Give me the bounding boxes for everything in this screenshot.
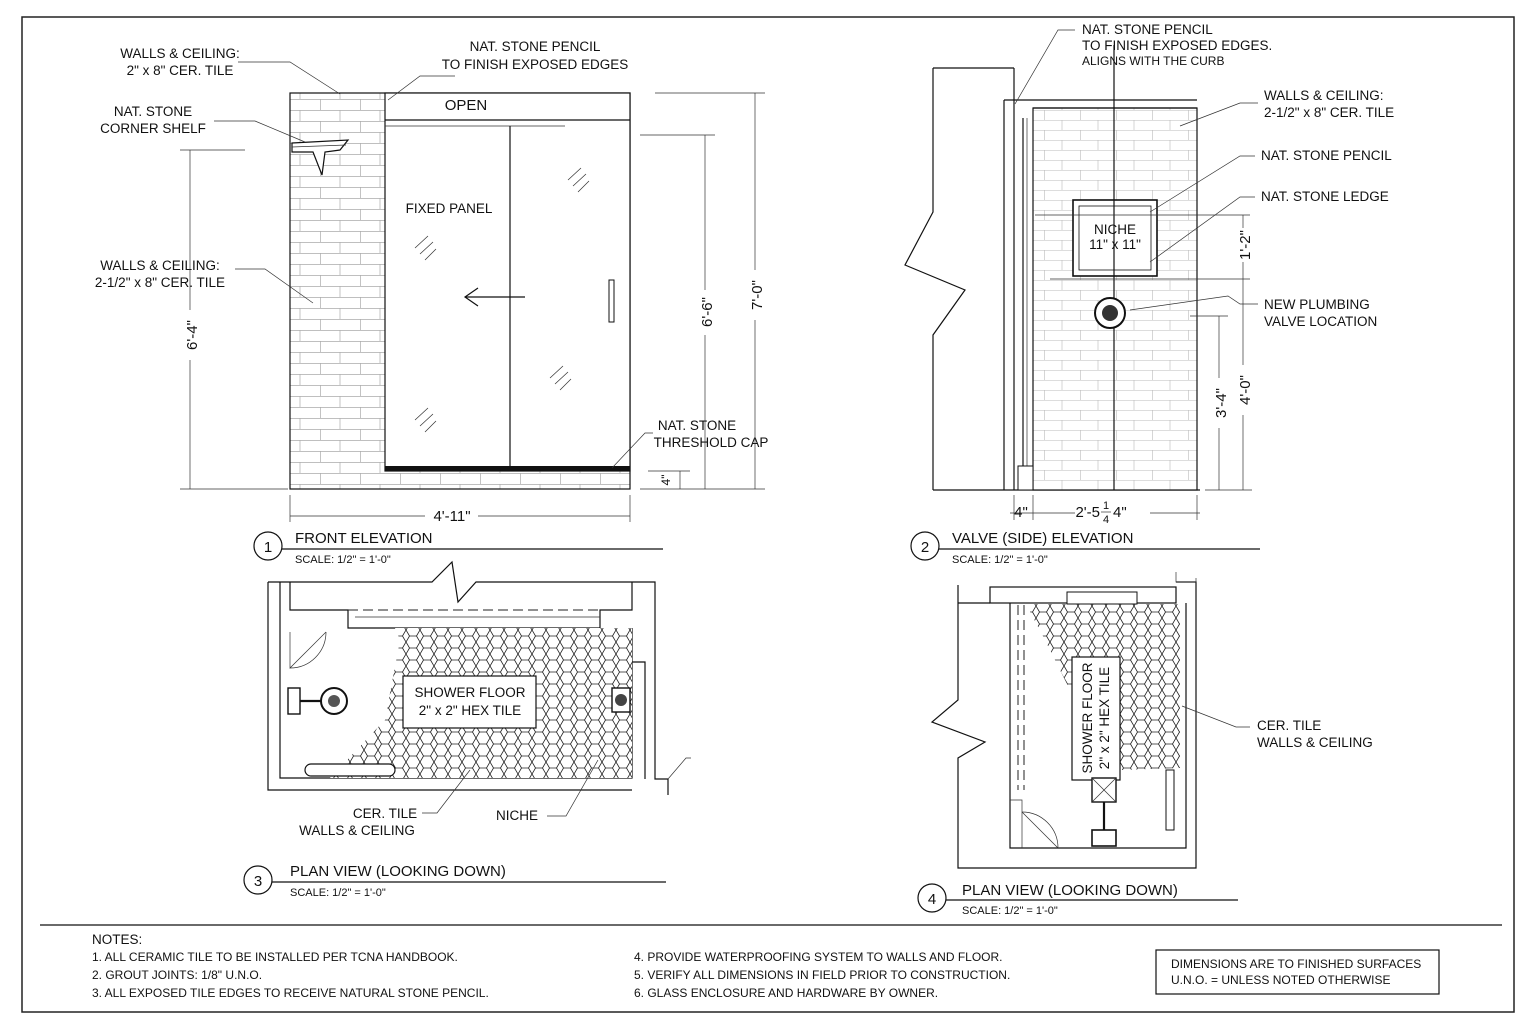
- dim-valve-height: 3'-4": [1213, 388, 1230, 418]
- showerhead: [287, 687, 348, 715]
- notes-heading: NOTES:: [92, 932, 142, 947]
- label-plan1-floor-1: SHOWER FLOOR: [414, 685, 525, 700]
- note-6: 6. GLASS ENCLOSURE AND HARDWARE BY OWNER…: [634, 986, 938, 1000]
- plan-view-2: SHOWER FLOOR 2" x 2" HEX TILE CER. TILE …: [917, 572, 1373, 917]
- label-plan1-niche: NICHE: [496, 808, 538, 823]
- label-plan1-walls-1: CER. TILE: [353, 806, 417, 821]
- label-pencil-1: NAT. STONE PENCIL: [470, 39, 601, 54]
- view-scale-side: SCALE: 1/2" = 1'-0": [952, 554, 1048, 566]
- notes-box-line-1: DIMENSIONS ARE TO FINISHED SURFACES: [1171, 957, 1421, 971]
- view-scale-front: SCALE: 1/2" = 1'-0": [295, 554, 391, 566]
- side-elevation: NICHE 11" x 11" NAT. STONE PENCIL TO FIN…: [904, 22, 1394, 566]
- label-threshold-2: THRESHOLD CAP: [654, 435, 769, 450]
- dim-width: 4'-11": [433, 508, 470, 525]
- label-shelf-1: NAT. STONE: [114, 104, 192, 119]
- label-plan1-floor-2: 2" x 2" HEX TILE: [419, 703, 521, 718]
- floor-label-box: [402, 675, 537, 729]
- showerhead-2: [1091, 777, 1117, 847]
- dim-niche-height: 4'-0": [1237, 375, 1254, 405]
- view-number-4: 4: [928, 891, 936, 908]
- label-shelf-2: CORNER SHELF: [100, 121, 206, 136]
- view-title-plan-2: PLAN VIEW (LOOKING DOWN): [962, 882, 1178, 899]
- note-1: 1. ALL CERAMIC TILE TO BE INSTALLED PER …: [92, 950, 458, 964]
- label-side-pencil-1: NAT. STONE PENCIL: [1082, 22, 1213, 37]
- glass-reflection-marks: [414, 167, 590, 433]
- label-side-walls-1: WALLS & CEILING:: [1264, 88, 1384, 103]
- label-ledge: NAT. STONE LEDGE: [1261, 189, 1389, 204]
- label-nat-pencil: NAT. STONE PENCIL: [1261, 148, 1392, 163]
- note-3: 3. ALL EXPOSED TILE EDGES TO RECEIVE NAT…: [92, 986, 489, 1000]
- view-scale-plan-2: SCALE: 1/2" = 1'-0": [962, 905, 1058, 917]
- view-number-2: 2: [921, 539, 929, 556]
- dim-side-width-b: 4": [1113, 504, 1127, 521]
- label-plan2-floor-2: 2" x 2" HEX TILE: [1097, 667, 1112, 769]
- label-plan2-walls-1: CER. TILE: [1257, 718, 1321, 733]
- label-valve-1: NEW PLUMBING: [1264, 297, 1370, 312]
- break-line-plan-1: [268, 560, 668, 780]
- label-threshold-1: NAT. STONE: [658, 418, 736, 433]
- dim-curb: 4": [659, 475, 673, 486]
- view-number-3: 3: [254, 873, 262, 890]
- dim-overall-height: 7'-0": [749, 280, 766, 310]
- view-title-side: VALVE (SIDE) ELEVATION: [952, 530, 1133, 547]
- label-plan2-floor-1: SHOWER FLOOR: [1080, 662, 1095, 773]
- side-dimension-lines: [1010, 214, 1252, 520]
- front-dimension-lines: [180, 92, 765, 522]
- dim-side-width-num: 1: [1103, 500, 1109, 512]
- threshold-cap: [385, 466, 630, 471]
- bench: [304, 763, 396, 777]
- label-walls-side-1: WALLS & CEILING:: [100, 258, 220, 273]
- view-title-plan-1: PLAN VIEW (LOOKING DOWN): [290, 863, 506, 880]
- label-side-walls-2: 2-1/2" x 8" CER. TILE: [1264, 105, 1394, 120]
- label-open: OPEN: [445, 97, 488, 114]
- note-2: 2. GROUT JOINTS: 1/8" U.N.O.: [92, 968, 262, 982]
- glass-enclosure: [384, 92, 631, 472]
- break-line-side: [904, 68, 966, 490]
- dim-side-width-a: 2'-5: [1075, 504, 1100, 521]
- label-pencil-2: TO FINISH EXPOSED EDGES: [442, 57, 629, 72]
- view-title-front: FRONT ELEVATION: [295, 530, 433, 547]
- dim-side-width-den: 4: [1103, 514, 1109, 526]
- dim-side-left: 4": [1014, 504, 1028, 521]
- notes-box: [1155, 949, 1440, 995]
- label-walls-top-2: 2" x 8" CER. TILE: [127, 63, 234, 78]
- plan-view-1: SHOWER FLOOR 2" x 2" HEX TILE CER. TILE …: [243, 560, 691, 899]
- view-scale-plan-1: SCALE: 1/2" = 1'-0": [290, 887, 386, 899]
- label-niche-1: NICHE: [1094, 222, 1136, 237]
- dim-door-height: 6'-6": [699, 297, 716, 327]
- label-side-pencil-3: ALIGNS WITH THE CURB: [1082, 54, 1224, 68]
- label-walls-top-1: WALLS & CEILING:: [120, 46, 240, 61]
- valve-plan-1: [611, 687, 631, 713]
- label-valve-2: VALVE LOCATION: [1264, 314, 1377, 329]
- sheet-border: [21, 16, 1515, 1013]
- note-4: 4. PROVIDE WATERPROOFING SYSTEM TO WALLS…: [634, 950, 1003, 964]
- label-walls-side-2: 2-1/2" x 8" CER. TILE: [95, 275, 225, 290]
- dim-height-left: 6'-4": [184, 320, 201, 350]
- notes-section: NOTES: 1. ALL CERAMIC TILE TO BE INSTALL…: [92, 932, 1440, 1000]
- break-line-plan-2: [930, 581, 1197, 869]
- view-number-1: 1: [264, 539, 272, 556]
- label-niche-2: 11" x 11": [1089, 237, 1141, 252]
- label-side-pencil-2: TO FINISH EXPOSED EDGES.: [1082, 38, 1272, 53]
- corner-shelf: [291, 139, 350, 176]
- dim-niche-gap: 1'-2": [1237, 230, 1254, 260]
- notes-box-line-2: U.N.O. = UNLESS NOTED OTHERWISE: [1171, 973, 1390, 987]
- door-handle: [608, 279, 615, 323]
- label-plan1-walls-2: WALLS & CEILING: [299, 823, 415, 838]
- label-plan2-walls-2: WALLS & CEILING: [1257, 735, 1373, 750]
- label-fixed-panel: FIXED PANEL: [406, 201, 493, 216]
- note-5: 5. VERIFY ALL DIMENSIONS IN FIELD PRIOR …: [634, 968, 1010, 982]
- front-elevation: OPEN FIXED PANEL WALLS & CEILING: 2" x 8…: [95, 39, 768, 566]
